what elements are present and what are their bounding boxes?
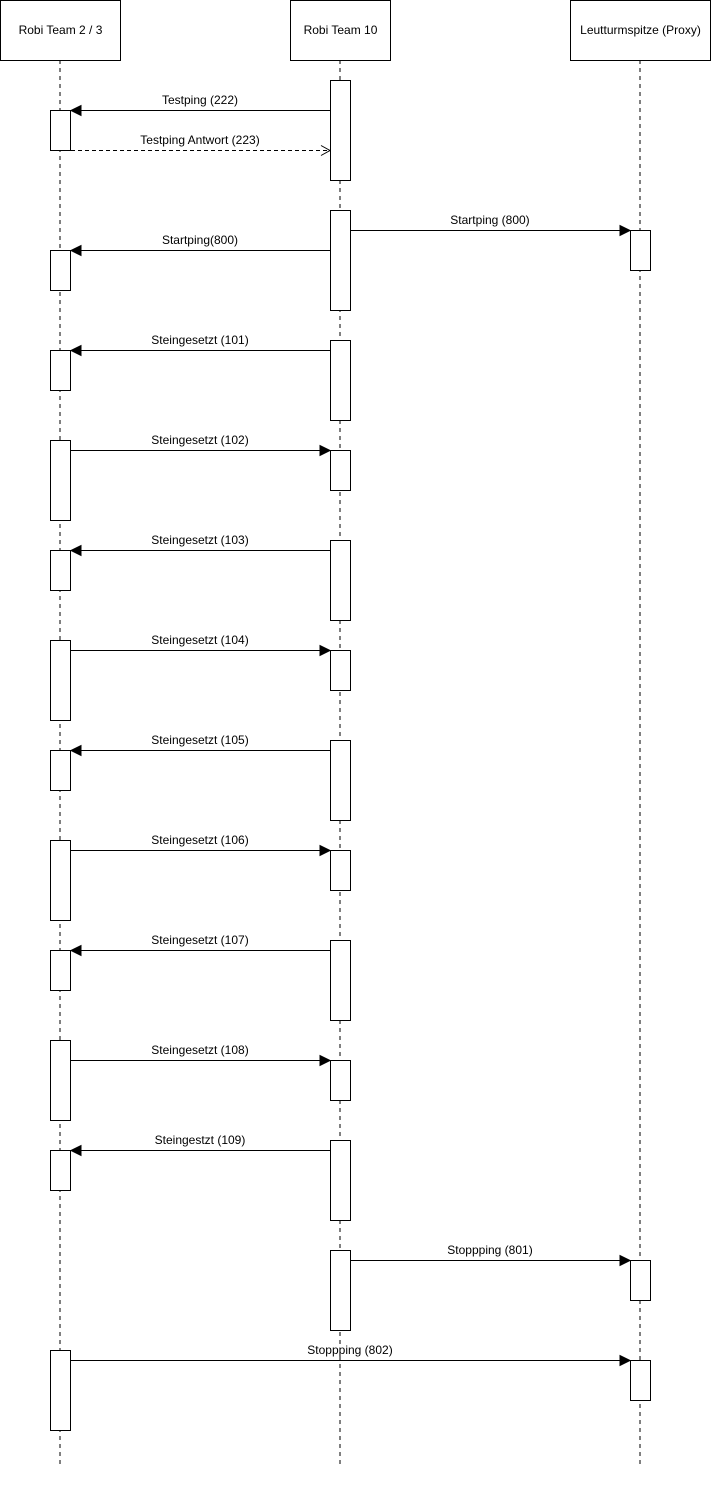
message-label: Steingesetzt (101) — [151, 333, 248, 347]
activation-bar — [330, 740, 351, 821]
arrowhead-icon — [319, 1054, 332, 1067]
activations-robi-team-10 — [330, 80, 351, 1331]
activation-bar — [330, 210, 351, 311]
arrowhead-icon — [319, 444, 332, 457]
activation-bar — [50, 1350, 71, 1431]
participant-leutturmspitze: Leutturmspitze (Proxy) — [570, 0, 711, 61]
activation-bar — [50, 440, 71, 521]
activation-bar — [330, 850, 351, 891]
message-label: Startping (800) — [450, 213, 529, 227]
activation-bar — [630, 1360, 651, 1401]
message-startping-800: Startping(800) — [69, 233, 330, 257]
message-steingesetzt-101: Steingesetzt (101) — [69, 333, 330, 357]
activation-bar — [330, 540, 351, 621]
message-label: Stoppping (801) — [447, 1243, 532, 1257]
participant-label: Robi Team 10 — [304, 23, 378, 37]
message-steingesetzt-108: Steingesetzt (108) — [71, 1043, 332, 1067]
activation-bar — [50, 840, 71, 921]
activation-bar — [630, 1260, 651, 1301]
arrowhead-icon — [69, 544, 82, 557]
message-label: Startping(800) — [162, 233, 238, 247]
message-label: Steingesetzt (107) — [151, 933, 248, 947]
arrowhead-icon — [619, 1254, 632, 1267]
message-label: Testping Antwort (223) — [140, 133, 259, 147]
message-steingesetzt-104: Steingesetzt (104) — [71, 633, 332, 657]
message-label: Steingesetzt (102) — [151, 433, 248, 447]
activation-bar — [330, 450, 351, 491]
activation-bar — [50, 350, 71, 391]
arrowhead-icon — [69, 344, 82, 357]
activations-robi-team-2-3 — [50, 110, 71, 1431]
open-arrowhead-icon — [320, 145, 332, 156]
arrowhead-icon — [619, 1354, 632, 1367]
participant-robi-team-10: Robi Team 10 — [290, 0, 391, 61]
activation-bar — [330, 1250, 351, 1331]
activations-leutturmspitze — [630, 230, 651, 1401]
message-label: Steingesetzt (106) — [151, 833, 248, 847]
message-testping-222: Testping (222) — [69, 93, 330, 117]
arrowhead-icon — [69, 104, 82, 117]
activation-bar — [50, 110, 71, 151]
activation-bar — [330, 80, 351, 181]
participant-label: Leutturmspitze (Proxy) — [580, 23, 701, 37]
message-steingesetzt-103: Steingesetzt (103) — [69, 533, 330, 557]
activation-bar — [630, 230, 651, 271]
arrowhead-icon — [69, 744, 82, 757]
arrowhead-icon — [319, 844, 332, 857]
arrowhead-icon — [69, 1144, 82, 1157]
activation-bar — [330, 1060, 351, 1101]
activation-bar — [50, 950, 71, 991]
message-label: Steingestzt (109) — [155, 1133, 246, 1147]
activation-bar — [50, 550, 71, 591]
message-testping-antwort-223: Testping Antwort (223) — [71, 133, 332, 156]
message-label: Steingesetzt (108) — [151, 1043, 248, 1057]
activation-bar — [50, 640, 71, 721]
message-label: Steingesetzt (105) — [151, 733, 248, 747]
arrowhead-icon — [319, 644, 332, 657]
message-steingesetzt-105: Steingesetzt (105) — [69, 733, 330, 757]
message-steingestzt-109: Steingestzt (109) — [69, 1133, 330, 1157]
message-label: Steingesetzt (103) — [151, 533, 248, 547]
message-label: Stoppping (802) — [307, 1343, 392, 1357]
activation-bar — [330, 1140, 351, 1221]
activation-bar — [50, 750, 71, 791]
activation-bar — [330, 940, 351, 1021]
message-steingesetzt-107: Steingesetzt (107) — [69, 933, 330, 957]
activation-bar — [330, 340, 351, 421]
message-label: Testping (222) — [162, 93, 238, 107]
arrowhead-icon — [69, 944, 82, 957]
activation-bar — [50, 250, 71, 291]
message-label: Steingesetzt (104) — [151, 633, 248, 647]
message-stoppping-801: Stoppping (801) — [351, 1243, 632, 1267]
message-steingesetzt-106: Steingesetzt (106) — [71, 833, 332, 857]
participant-robi-team-2-3: Robi Team 2 / 3 — [0, 0, 121, 61]
participant-label: Robi Team 2 / 3 — [19, 23, 103, 37]
arrowhead-icon — [69, 244, 82, 257]
message-stoppping-802: Stoppping (802) — [71, 1343, 632, 1367]
activation-bar — [330, 650, 351, 691]
activation-bar — [50, 1150, 71, 1191]
message-startping-800-proxy: Startping (800) — [351, 213, 632, 237]
message-steingesetzt-102: Steingesetzt (102) — [71, 433, 332, 457]
arrowhead-icon — [619, 224, 632, 237]
activation-bar — [50, 1040, 71, 1121]
